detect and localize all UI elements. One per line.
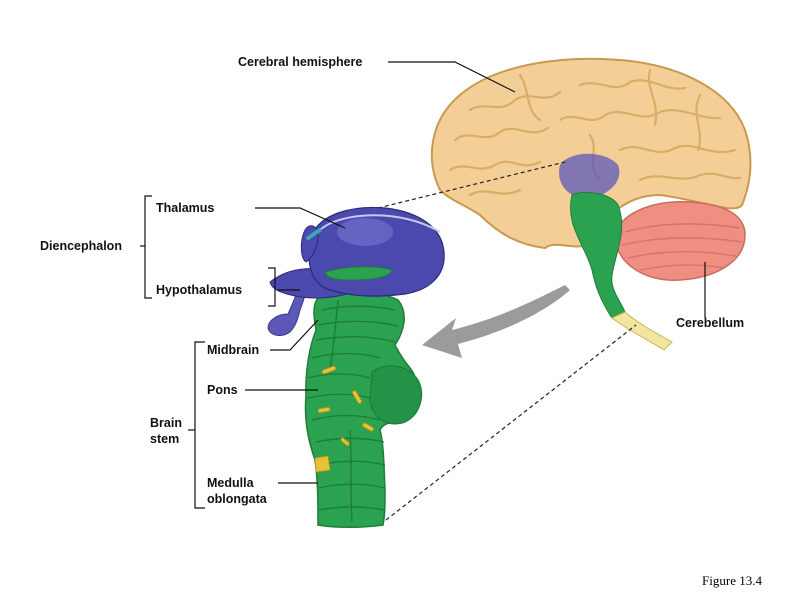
midbrain-junction-band — [324, 266, 393, 281]
brainstem-shape — [304, 291, 419, 528]
teal-fiber — [306, 227, 322, 241]
dashed-line-bottom — [385, 324, 637, 521]
label-cerebellum: Cerebellum — [676, 316, 745, 330]
whole-brain-illustration — [430, 57, 752, 351]
cranial-nerves — [314, 365, 374, 473]
pituitary-shape — [267, 284, 307, 336]
label-hypothalamus: Hypothalamus — [156, 283, 243, 297]
cerebellum-shape — [614, 201, 746, 281]
label-medulla-line2: oblongata — [207, 492, 267, 506]
thalamus-highlight — [337, 218, 393, 246]
enlarged-brainstem-illustration — [267, 206, 445, 528]
diencephalon-bracket — [144, 195, 152, 299]
diencephalon-rim — [319, 214, 441, 233]
brainstem-bracket — [194, 341, 205, 509]
label-medulla-line1: Medulla — [207, 476, 254, 490]
pons-bulge-shape — [369, 365, 423, 425]
label-cerebral-hemisphere: Cerebral hemisphere — [238, 55, 363, 69]
spinal-cord-shape — [611, 311, 673, 351]
cerebellum-folia — [621, 223, 743, 271]
brackets — [140, 195, 276, 509]
inner-diencephalon-shape — [559, 153, 620, 199]
leader-lines — [245, 61, 706, 484]
cerebrum-shape — [430, 57, 752, 250]
label-brain-stem-line2: stem — [150, 432, 180, 446]
label-thalamus: Thalamus — [156, 201, 215, 215]
inner-brainstem-shape — [570, 192, 626, 319]
hypothalamus-bracket — [268, 267, 276, 307]
label-brain-stem-line1: Brain — [150, 416, 182, 430]
label-pons: Pons — [207, 383, 238, 397]
label-diencephalon: Diencephalon — [40, 239, 122, 253]
direction-arrow — [422, 285, 570, 358]
label-midbrain: Midbrain — [207, 343, 260, 357]
figure-caption: Figure 13.4 — [702, 573, 762, 588]
